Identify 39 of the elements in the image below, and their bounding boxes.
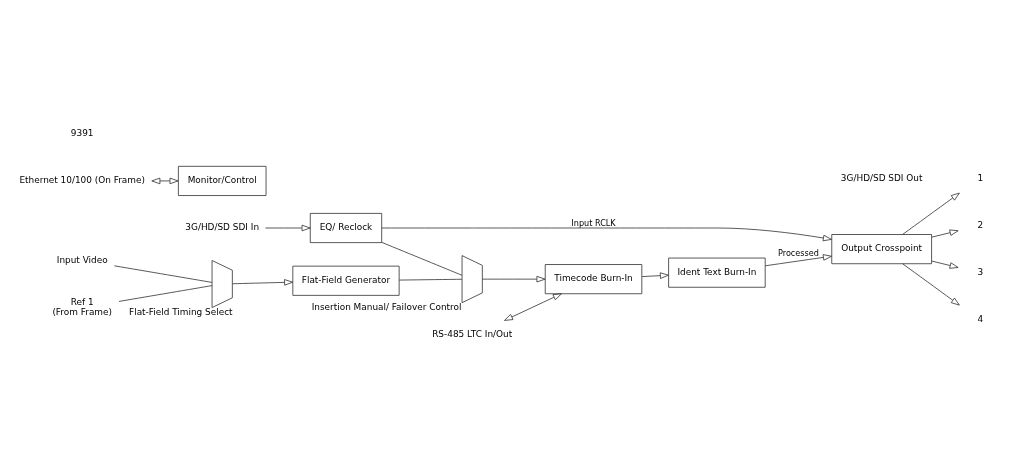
node-box: Output Crosspoint <box>831 233 932 264</box>
arrow <box>232 278 294 286</box>
node-text: 2 <box>977 219 984 230</box>
label: 9391 <box>70 127 94 138</box>
node-text: 1 <box>977 172 984 183</box>
node-label: Flat-Field Timing Select <box>129 306 233 317</box>
arrow <box>151 177 179 184</box>
arrow <box>931 229 959 238</box>
node-text: 4 <box>977 313 984 324</box>
node-label: Insertion Manual/ Failover Control <box>311 301 462 312</box>
node-text: Ethernet 10/100 (On Frame) <box>19 174 145 185</box>
arrow <box>381 227 832 241</box>
label: 3G/HD/SD SDI Out <box>840 172 923 183</box>
node-trapezoid <box>461 254 483 303</box>
connector <box>398 278 463 280</box>
connector <box>114 264 213 283</box>
arrow <box>504 292 562 321</box>
node-text: 3G/HD/SD SDI In <box>185 221 260 232</box>
node-box: Ident Text Burn-In <box>668 257 766 288</box>
arrow <box>764 253 832 266</box>
arrow <box>482 275 546 282</box>
arrow <box>902 192 960 235</box>
node-box: EQ/ Reclock <box>309 212 383 243</box>
edge-label: Input RCLK <box>571 217 616 228</box>
arrow <box>931 260 959 269</box>
arrow <box>902 262 960 305</box>
arrow <box>265 224 311 231</box>
connector <box>118 284 213 302</box>
node-box: Monitor/Control <box>177 165 267 196</box>
node-box: Timecode Burn-In <box>544 263 643 294</box>
node-box: Flat-Field Generator <box>292 265 400 296</box>
node-text: 3 <box>977 266 984 277</box>
node-text: RS-485 LTC In/Out <box>432 328 513 339</box>
connector <box>381 241 463 276</box>
node-trapezoid <box>211 259 233 308</box>
node-text: Input Video <box>56 254 108 265</box>
node-text: Ref 1 (From Frame) <box>52 296 112 317</box>
arrow <box>641 271 669 279</box>
edge-label: Processed <box>778 247 819 258</box>
